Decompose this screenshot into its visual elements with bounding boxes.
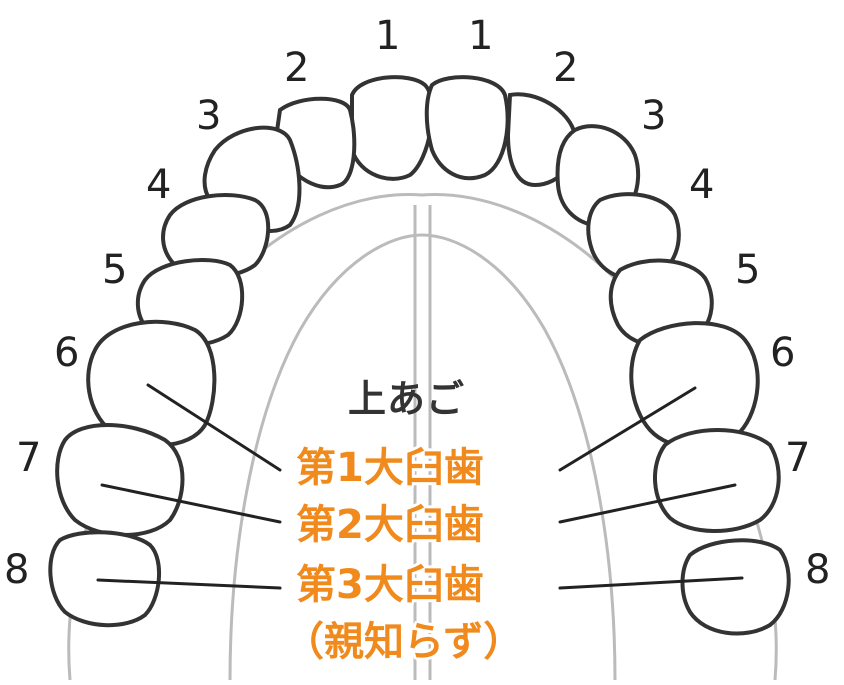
teeth-right <box>424 75 791 636</box>
first-molar-label: 第1大臼歯 <box>296 445 484 491</box>
tooth-number-right-6: 6 <box>770 330 796 376</box>
tooth-number-left-3: 3 <box>196 93 222 139</box>
tooth-number-right-5: 5 <box>735 247 761 293</box>
tooth-left-6 <box>86 319 217 448</box>
pointer-right-first-molar <box>558 386 697 472</box>
tooth-left-7 <box>55 423 185 537</box>
pointer-left-third-molar <box>96 578 282 590</box>
pointer-lines <box>96 383 744 590</box>
tooth-left-4 <box>161 193 271 279</box>
tooth-number-left-4: 4 <box>146 162 172 208</box>
third-molar-label: 第3大臼歯 <box>296 562 484 608</box>
tooth-right-1 <box>424 75 510 181</box>
tooth-number-left-6: 6 <box>54 330 80 376</box>
tooth-number-left-8: 8 <box>4 547 30 593</box>
tooth-number-right-8: 8 <box>805 547 831 593</box>
second-molar-label: 第2大臼歯 <box>296 502 484 548</box>
pointer-right-third-molar <box>558 576 744 590</box>
tooth-right-6 <box>629 321 760 450</box>
wisdom-tooth-note: （親知らず） <box>284 619 524 665</box>
pointer-left-second-molar <box>100 483 282 524</box>
tooth-number-left-1: 1 <box>375 13 401 59</box>
tooth-left-1 <box>350 75 435 181</box>
tooth-number-right-3: 3 <box>641 93 667 139</box>
tooth-number-right-2: 2 <box>553 45 579 91</box>
tooth-number-left-7: 7 <box>16 435 42 481</box>
tooth-number-right-7: 7 <box>785 435 811 481</box>
jaw-label: 上あご <box>348 377 466 421</box>
tooth-right-8 <box>680 538 791 636</box>
tooth-right-7 <box>653 428 781 533</box>
pointer-right-second-molar <box>558 483 737 524</box>
pointer-left-first-molar <box>146 383 282 472</box>
tooth-number-left-5: 5 <box>102 247 128 293</box>
teeth-left <box>48 75 435 628</box>
tooth-number-left-2: 2 <box>284 45 310 91</box>
tooth-number-right-1: 1 <box>468 13 494 59</box>
tooth-left-8 <box>48 530 162 628</box>
tooth-number-right-4: 4 <box>689 162 715 208</box>
